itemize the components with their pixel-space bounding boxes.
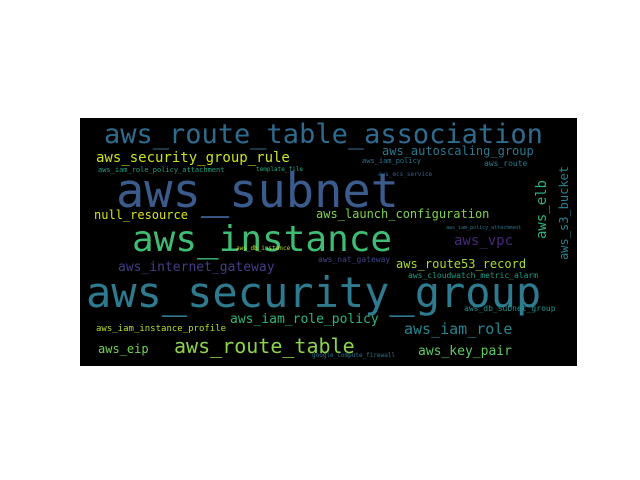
word-aws-launch-configuration: aws_launch_configuration xyxy=(316,207,490,221)
word-aws-iam-instance-profile: aws_iam_instance_profile xyxy=(96,324,227,334)
word-aws-security-group: aws_security_group xyxy=(86,268,542,317)
word-aws-internet-gateway: aws_internet_gateway xyxy=(118,260,275,275)
word-aws-security-group-rule: aws_security_group_rule xyxy=(96,150,290,166)
word-aws-iam-role-policy-attachment: aws_iam_role_policy_attachment xyxy=(98,166,225,174)
word-aws-route: aws_route xyxy=(484,159,528,168)
word-aws-cloudwatch-metric-alarm: aws_cloudwatch_metric_alarm xyxy=(408,271,539,280)
word-aws-iam-role-policy: aws_iam_role_policy xyxy=(230,312,379,327)
word-aws-instance: aws_instance xyxy=(132,219,393,260)
word-null-resource: null_resource xyxy=(94,208,188,222)
word-aws-s3-bucket: aws_s3_bucket xyxy=(557,166,571,260)
word-cloud: aws_subnet aws_security_group aws_instan… xyxy=(80,118,577,366)
word-aws-route-table: aws_route_table xyxy=(174,334,355,358)
word-template-file: template_file xyxy=(256,166,303,173)
word-aws-route53-record: aws_route53_record xyxy=(396,257,527,271)
word-aws-iam-role: aws_iam_role xyxy=(404,320,513,338)
word-aws-iam-policy: aws_iam_policy xyxy=(362,157,422,165)
word-aws-iam-policy-attachment: aws_iam_policy_attachment xyxy=(446,225,522,231)
word-aws-autoscaling-group: aws_autoscaling_group xyxy=(382,144,534,158)
word-google-compute-firewall: google_compute_firewall xyxy=(312,352,396,359)
word-aws-db-subnet-group: aws_db_subnet_group xyxy=(464,304,556,313)
word-aws-ecs-service: aws_ecs_service xyxy=(378,171,433,178)
word-aws-key-pair: aws_key_pair xyxy=(418,344,512,359)
word-aws-route-table-association: aws_route_table_association xyxy=(104,119,543,150)
word-aws-subnet: aws_subnet xyxy=(116,164,399,219)
word-aws-db-instance: aws_db_instance xyxy=(236,245,291,252)
word-aws-eip: aws_eip xyxy=(98,342,149,356)
word-aws-vpc: aws_vpc xyxy=(454,233,514,249)
word-aws-nat-gateway: aws_nat_gateway xyxy=(318,255,391,264)
word-aws-elb: aws_elb xyxy=(534,180,550,240)
